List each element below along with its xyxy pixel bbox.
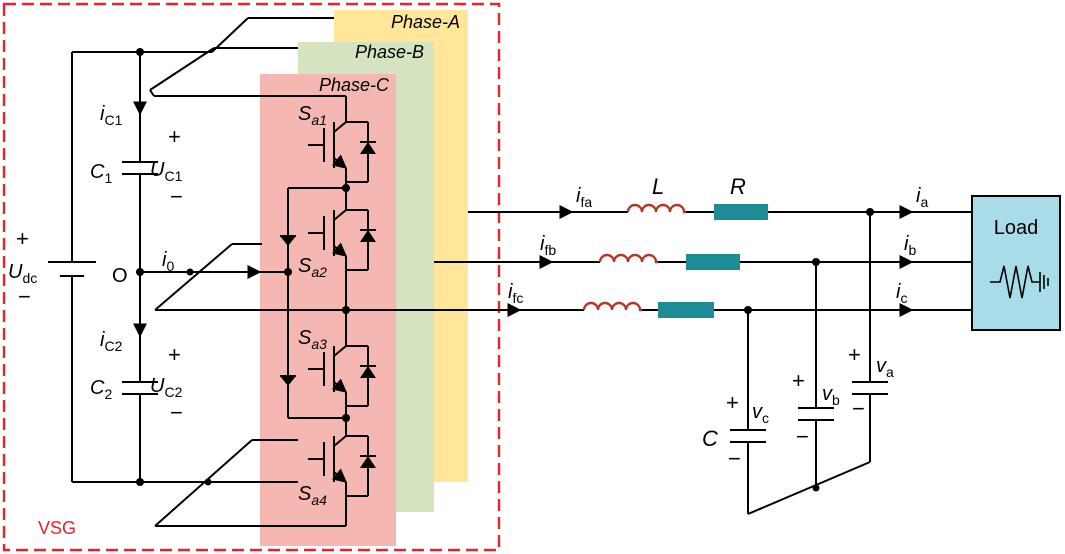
lower-cap-current-label: iC2 xyxy=(100,329,123,354)
resistor-label: R xyxy=(730,174,746,199)
igbt-sa1 xyxy=(308,121,376,188)
lower-cap-label: C2 xyxy=(90,377,112,402)
switch-label-sa4: Sa4 xyxy=(298,483,327,508)
resistor-phase-a xyxy=(714,204,768,220)
switch-label-sa3: Sa3 xyxy=(298,327,327,352)
switch-label-sa2: Sa2 xyxy=(298,255,327,280)
switch-leg xyxy=(262,96,584,526)
dc-voltage-label: Udc xyxy=(8,261,37,286)
filter-current-b-label: ifb xyxy=(540,233,556,258)
neutral-current-label: i0 xyxy=(162,249,174,274)
vc-plus: + xyxy=(726,390,739,415)
upper-cap-label: C1 xyxy=(90,161,112,186)
filter-current-c-label: ifc xyxy=(508,281,523,306)
upper-cap-current-label: iC1 xyxy=(100,103,123,128)
igbt-sa4 xyxy=(308,435,376,502)
lower-cap-voltage-label: UC2 xyxy=(150,375,183,400)
vc-label: vc xyxy=(752,401,769,426)
switch-label-sa1: Sa1 xyxy=(298,103,327,128)
node-o-label: O xyxy=(112,265,128,287)
inductor-phase-a xyxy=(626,203,686,214)
inductor-label: L xyxy=(652,174,664,199)
load-current-b-label: ib xyxy=(904,233,916,258)
phase-b-label: Phase-B xyxy=(355,42,424,62)
load-label: Load xyxy=(994,217,1039,239)
vb-minus: − xyxy=(796,424,809,449)
va-plus: + xyxy=(848,342,861,367)
lower-cap-minus: − xyxy=(170,400,183,425)
filter-capacitors xyxy=(730,212,888,515)
va-minus: − xyxy=(852,396,865,421)
vsg-label: VSG xyxy=(38,518,76,538)
dc-plus-sign: + xyxy=(16,226,29,251)
phase-a-label: Phase-A xyxy=(391,12,460,32)
load-box: Load xyxy=(971,195,1061,331)
resistor-phase-c xyxy=(658,302,714,318)
upper-cap-plus: + xyxy=(168,124,181,149)
dc-link xyxy=(48,17,346,527)
load-current-a-label: ia xyxy=(916,185,928,210)
load-background xyxy=(971,195,1061,331)
dc-minus-sign: − xyxy=(18,284,31,309)
igbt-sa2 xyxy=(308,209,376,276)
vb-plus: + xyxy=(792,368,805,393)
ac-output-lines xyxy=(434,205,972,317)
va-label: va xyxy=(876,355,894,380)
load-resistor-icon xyxy=(990,265,1049,299)
inductor-phase-b xyxy=(598,253,658,264)
vc-minus: − xyxy=(728,446,741,471)
lower-cap-plus: + xyxy=(168,342,181,367)
filter-current-a-label: ifa xyxy=(576,185,592,210)
upper-cap-voltage-label: UC1 xyxy=(150,159,183,184)
inductor-phase-c xyxy=(582,301,642,312)
vb-label: vb xyxy=(822,383,840,408)
load-current-c-label: ic xyxy=(896,281,907,306)
vsg-boundary xyxy=(2,2,501,552)
resistor-phase-b xyxy=(686,254,740,270)
igbt-sa3 xyxy=(308,345,376,412)
phase-c-label: Phase-C xyxy=(319,75,390,95)
filter-capacitor-label: C xyxy=(702,426,718,451)
upper-cap-minus: − xyxy=(170,184,183,209)
